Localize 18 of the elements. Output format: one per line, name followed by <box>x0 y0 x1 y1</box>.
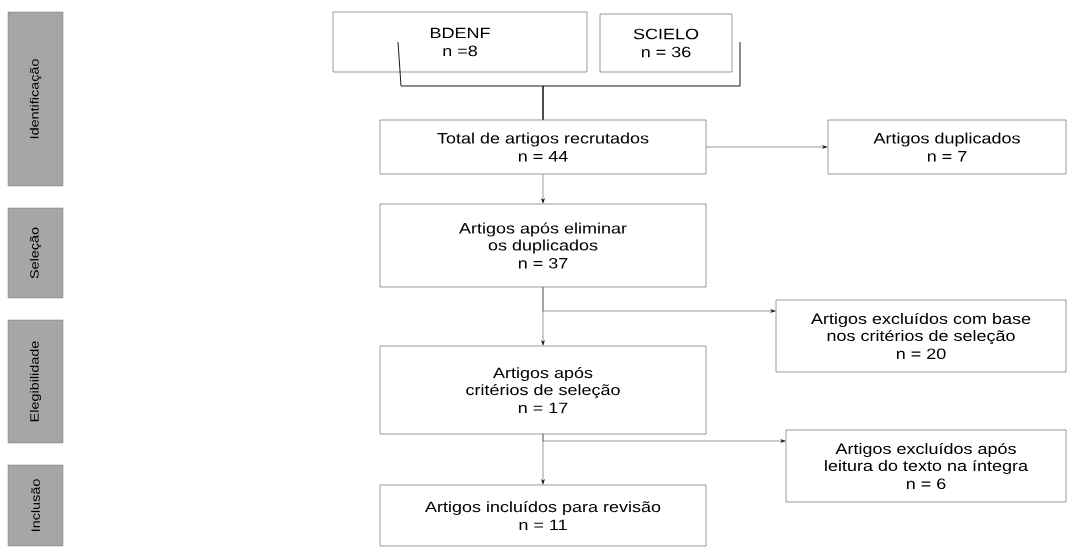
process-box: Artigos excluídos com base nos critérios de seleção n = 20 <box>775 299 1067 373</box>
stage-band: Identificação <box>7 11 64 187</box>
process-box: SCIELO n = 36 <box>599 13 733 73</box>
process-box: Artigos após eliminar os duplicados n = 37 <box>379 203 707 288</box>
process-box: Artigos excluídos após leitura do texto na íntegra n = 6 <box>785 429 1067 503</box>
process-box: Artigos após critérios de seleção n = 17 <box>379 345 707 435</box>
arrow <box>542 287 776 313</box>
stage-band: Inclusão <box>7 464 64 547</box>
stage-band: Seleção <box>7 207 64 299</box>
arrow <box>542 434 786 443</box>
process-box: Total de artigos recrutados n = 44 <box>379 119 707 175</box>
process-box: Artigos incluídos para revisão n = 11 <box>379 484 707 547</box>
process-box: BDENF n =8 <box>332 11 588 73</box>
arrow <box>706 145 828 149</box>
arrow <box>541 174 545 204</box>
bracket-connector <box>397 41 741 121</box>
process-box: Artigos duplicados n = 7 <box>827 119 1067 175</box>
stage-band: Elegibilidade <box>7 319 64 444</box>
